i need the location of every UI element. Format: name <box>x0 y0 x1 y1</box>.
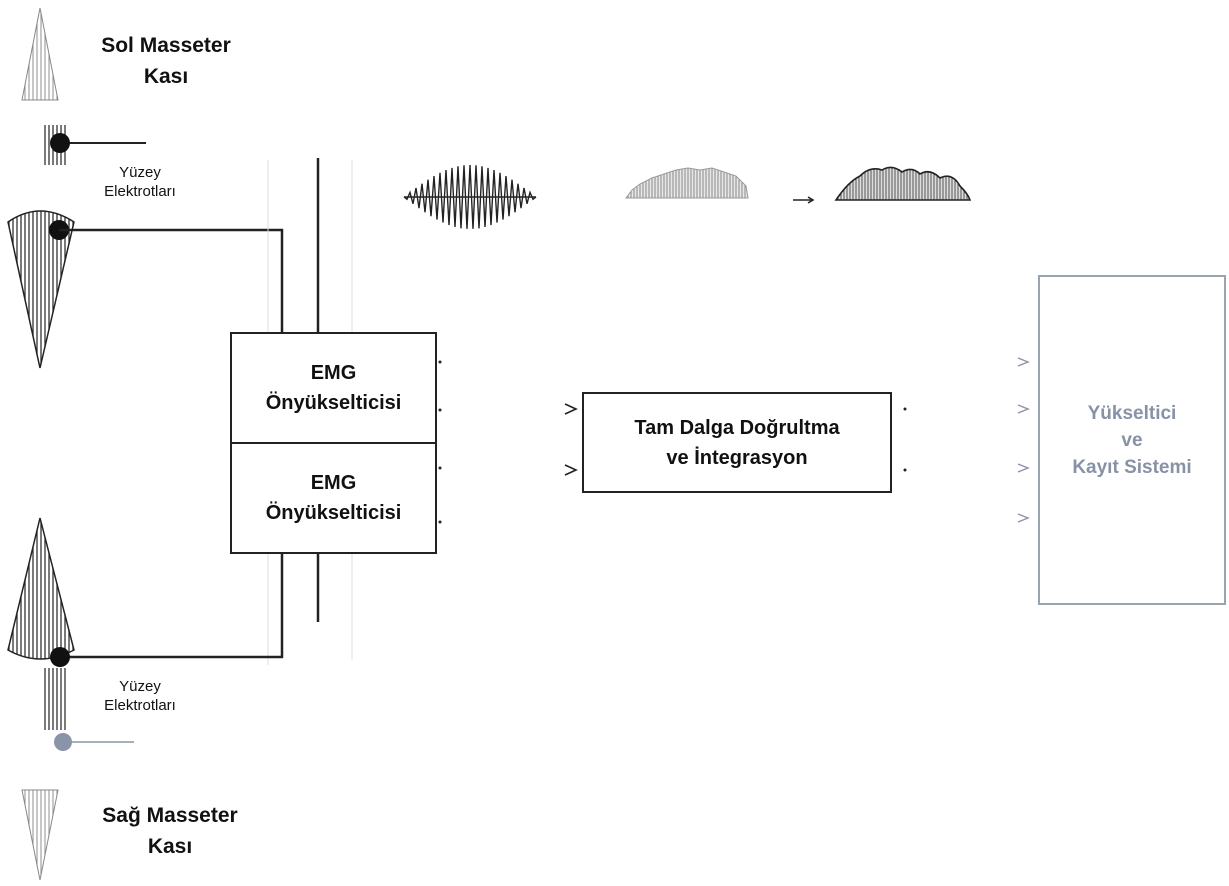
right-masseter-muscle-icon <box>7 517 75 730</box>
top-electrode-upper-icon <box>50 133 146 153</box>
recorder-input-arrow-icon <box>1017 357 1030 523</box>
right-masseter-label: Sağ Masseter Kası <box>80 800 260 862</box>
preamp-lower-line2: Önyükselticisi <box>265 502 402 524</box>
rectifier-line2: ve İntegrasyon <box>666 446 808 469</box>
left-masseter-line2: Kası <box>143 65 189 88</box>
right-masseter-lower-icon <box>21 789 59 881</box>
preamp-upper-line1: EMG <box>310 362 357 384</box>
top-electrode-label: Yüzey Elektrotları <box>80 163 200 201</box>
top-electrode-line1: Yüzey <box>119 164 161 181</box>
integrated-envelope-icon <box>834 166 972 201</box>
right-masseter-line2: Kası <box>147 835 193 858</box>
right-masseter-line1: Sağ Masseter <box>102 804 238 827</box>
right-arrow-icon <box>793 196 815 204</box>
bottom-electrode-line2: Elektrotları <box>104 697 176 714</box>
emg-preamp-upper-box: EMG Önyükselticisi <box>230 332 437 444</box>
left-masseter-line1: Sol Masseter <box>101 34 231 57</box>
bottom-electrode-label: Yüzey Elektrotları <box>80 677 200 715</box>
preamp-output-ticks <box>438 360 442 524</box>
recorder-line1: Yükseltici <box>1087 402 1177 424</box>
top-electrode-wire <box>59 228 284 333</box>
bottom-electrode-upper-icon <box>50 647 70 667</box>
emg-preamp-lower-box: EMG Önyükselticisi <box>230 442 437 554</box>
left-masseter-label: Sol Masseter Kası <box>76 30 256 92</box>
bottom-electrode-wire <box>60 553 284 659</box>
left-masseter-muscle-icon <box>7 125 75 369</box>
left-masseter-upper-icon <box>21 7 59 101</box>
rectifier-line1: Tam Dalga Doğrultma <box>634 416 840 439</box>
rectifier-input-arrow-icon <box>564 403 578 476</box>
bottom-electrode-lower-icon <box>54 733 134 751</box>
amplifier-recorder-box: Yükseltici ve Kayıt Sistemi <box>1038 275 1226 605</box>
preamp-upper-line2: Önyükselticisi <box>265 392 402 414</box>
rectifier-integrator-box: Tam Dalga Doğrultma ve İntegrasyon <box>582 392 892 493</box>
recorder-line3: Kayıt Sistemi <box>1072 456 1192 478</box>
raw-emg-waveform-icon <box>403 164 537 229</box>
rectifier-output-ticks <box>903 407 907 472</box>
preamp-lower-line1: EMG <box>310 472 357 494</box>
bottom-electrode-line1: Yüzey <box>119 678 161 695</box>
rectified-waveform-icon <box>625 167 749 199</box>
top-electrode-line2: Elektrotları <box>104 183 176 200</box>
recorder-line2: ve <box>1121 429 1143 451</box>
